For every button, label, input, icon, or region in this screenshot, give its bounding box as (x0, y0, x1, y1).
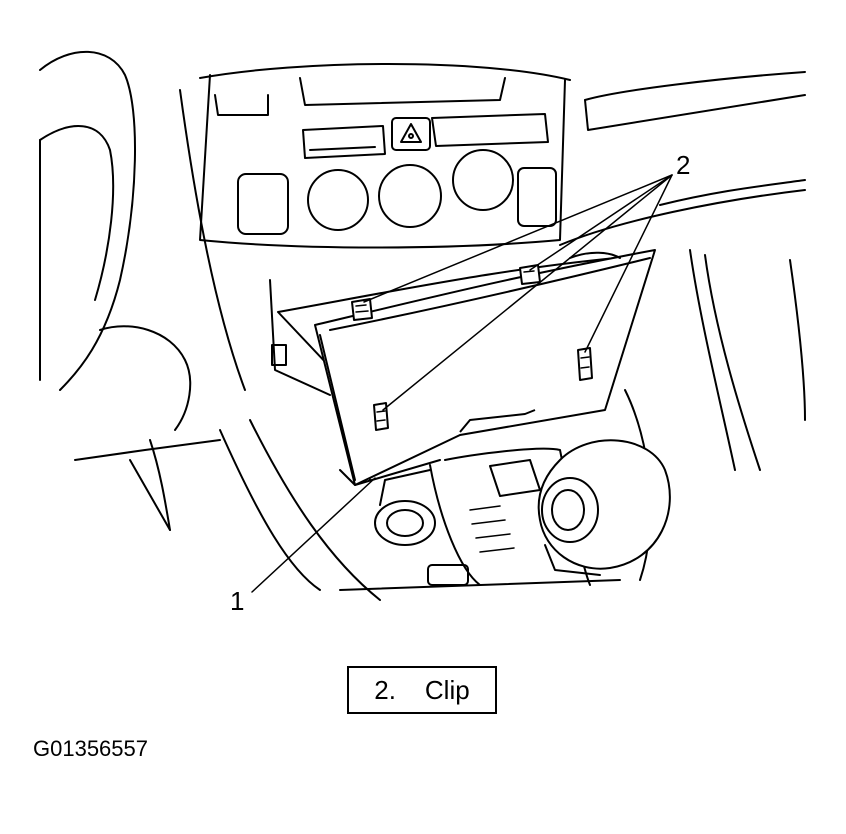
clip-top-center (519, 264, 541, 285)
legend-box: 2. Clip (347, 666, 497, 714)
legend-number: 2. (374, 674, 396, 705)
legend-text: Clip (424, 674, 470, 705)
clip-left (373, 402, 389, 431)
clip-top-left (351, 298, 373, 321)
callout-label-2: 2 (676, 150, 691, 180)
callout-label-1: 1 (230, 586, 245, 616)
center-console-upper (199, 63, 571, 249)
legend-spacer (396, 675, 425, 706)
figure-id: G01356557 (33, 736, 148, 761)
steering-wheel-outline (39, 50, 246, 531)
console-lower-panel (277, 249, 656, 486)
callout-leaders (251, 174, 673, 593)
clip-right (577, 347, 593, 381)
passenger-dashboard (559, 71, 806, 581)
